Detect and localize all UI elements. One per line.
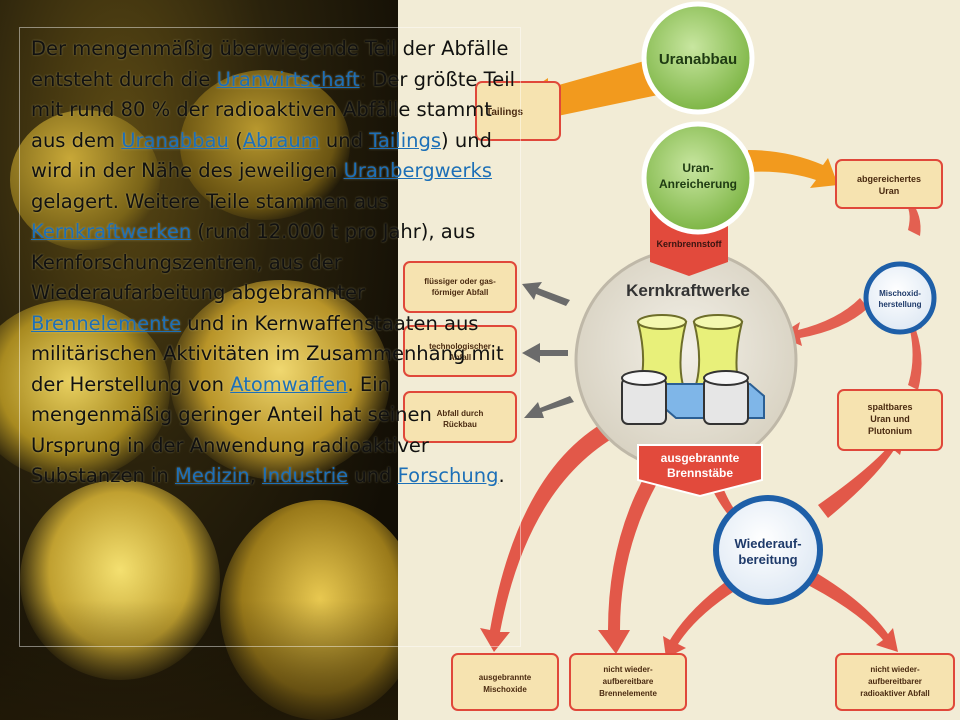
radioaktiv-label-3: radioaktiver Abfall: [860, 689, 930, 698]
abgereichertes-uran-box: [835, 159, 943, 209]
text-segment: und: [319, 128, 370, 152]
diagram-graphic: Uranabbau Uran- Anreicherung Tailings Ke…: [403, 1, 955, 711]
wiederauf-label-2: bereitung: [738, 552, 797, 567]
anreicherung-circle: [641, 121, 755, 235]
anreicherung-label-2: Anreicherung: [659, 177, 737, 191]
arrow-to-rueckbau: [524, 396, 574, 418]
radioaktiv-label-2: aufbereitbarer: [868, 677, 922, 686]
arrow-center-to-brennelemente: [598, 470, 660, 654]
mischoxide-label-1: ausgebrannte: [479, 673, 532, 682]
abgereichert-label-2: Uran: [879, 186, 900, 196]
spaltbar-label-3: Plutonium: [868, 426, 912, 436]
uranabbau-label: Uranabbau: [659, 51, 737, 68]
fluessig-label-2: förmiger Abfall: [432, 288, 489, 297]
arrow-wiederauf-to-brennelemente: [663, 580, 736, 658]
link-forschung[interactable]: Forschung: [397, 464, 499, 487]
barrel-rim: [0, 600, 398, 720]
fluessig-label-1: flüssiger oder gas-: [424, 277, 496, 286]
text-segment: .: [498, 464, 505, 487]
tailings-box: [475, 81, 561, 141]
technologisch-label-1: technologischer: [429, 342, 491, 351]
radioaktiv-label-1: nicht wieder-: [870, 665, 920, 674]
text-segment: und: [348, 464, 398, 487]
link-medizin[interactable]: Medizin: [175, 464, 250, 487]
barrel-shape: [170, 280, 390, 480]
link-atomwaffen[interactable]: Atomwaffen: [230, 372, 348, 396]
arrow-center-to-mischoxide: [480, 420, 620, 652]
technologisch-box: [403, 325, 517, 377]
text-segment: : Der größte Teil mit rund 80 % der radi…: [31, 67, 516, 152]
text-segment: ) und wird in der Nähe des jeweiligen: [31, 128, 492, 183]
mischoxide-box: [451, 653, 559, 711]
link-tailings[interactable]: Tailings: [369, 128, 442, 152]
uranabbau-circle: [641, 1, 755, 115]
radioactive-waste-diagram: Uranabbau Uran- Anreicherung Tailings Ke…: [398, 0, 960, 720]
rueckbau-label-1: Abfall durch: [437, 409, 484, 418]
kernbrennstoff-label: Kernbrennstoff: [657, 239, 723, 249]
brennelemente-label-3: Brennelemente: [599, 689, 657, 698]
text-segment: gelagert. Weitere Teile stammen aus: [31, 189, 389, 213]
text-segment: und in Kernwaffenstaaten aus militärisch…: [31, 311, 504, 396]
link-uranbergwerks[interactable]: Uranbergwerks: [343, 159, 493, 182]
background-photo-barrels: [0, 0, 398, 720]
mischoxid-label-1: Mischoxid-: [879, 289, 921, 298]
tailings-label: Tailings: [486, 107, 523, 118]
spaltbar-label-1: spaltbares: [867, 402, 912, 412]
rueckbau-box: [403, 391, 517, 443]
text-segment: ,: [249, 464, 263, 487]
barrel-shape: [0, 300, 170, 480]
anreicherung-label-1: Uran-: [682, 161, 713, 175]
arrow-to-fluessig: [522, 282, 570, 306]
wiederauf-label-1: Wiederauf-: [734, 536, 801, 551]
ausgebrannte-label-2: Brennstäbe: [667, 466, 733, 480]
arrow-to-abgereichertes-uran: [748, 150, 838, 188]
mischoxid-label-2: herstellung: [878, 300, 921, 309]
text-panel-frame: [19, 27, 521, 647]
arrow-wiederauf-to-spaltbar: [818, 432, 906, 518]
barrel-shape: [10, 110, 160, 250]
kernkraftwerke-label: Kernkraftwerke: [626, 281, 750, 300]
text-segment: (: [228, 128, 243, 152]
abgereichert-label-1: abgereichertes: [857, 174, 921, 184]
technologisch-label-2: Abfall: [449, 353, 471, 362]
arrow-wiederauf-to-radioaktiv: [798, 568, 898, 652]
body-paragraph: Der mengenmäßig überwiegende Teil der Ab…: [31, 34, 521, 492]
text-segment: Der mengenmäßig überwiegende Teil der Ab…: [31, 37, 509, 91]
link-uranwirtschaft[interactable]: Uranwirtschaft: [216, 67, 360, 91]
brennelemente-box: [569, 653, 687, 711]
radioaktiv-box: [835, 653, 955, 711]
brennelemente-label-1: nicht wieder-: [603, 665, 653, 674]
text-segment: (rund 12.000 t pro Jahr), aus Kernforsch…: [31, 220, 476, 304]
barrel-shape: [180, 70, 350, 220]
link-brennelemente[interactable]: Brennelemente: [31, 311, 182, 335]
spaltbar-box: [837, 389, 943, 451]
arrow-mischoxid-to-center: [778, 298, 868, 346]
power-plant-icon: [621, 314, 765, 425]
link-industrie[interactable]: Industrie: [262, 464, 349, 487]
link-abraum[interactable]: Abraum: [242, 128, 320, 152]
ausgebrannte-banner: [637, 444, 763, 498]
mischoxide-label-2: Mischoxide: [483, 685, 527, 694]
mischoxid-circle: [863, 261, 937, 335]
rueckbau-label-2: Rückbau: [443, 420, 477, 429]
link-uranabbau[interactable]: Uranabbau: [121, 128, 229, 152]
brennelemente-label-2: aufbereitbare: [603, 677, 654, 686]
link-kernkraftwerken[interactable]: Kernkraftwerken: [31, 220, 192, 243]
arrow-to-technologisch: [522, 343, 568, 363]
ausgebrannte-label-1: ausgebrannte: [661, 451, 740, 465]
wiederauf-circle: [713, 495, 823, 605]
fluessig-box: [403, 261, 517, 313]
spaltbar-label-2: Uran und: [870, 414, 910, 424]
text-segment: . Ein mengenmäßig geringer Anteil hat se…: [31, 372, 432, 488]
